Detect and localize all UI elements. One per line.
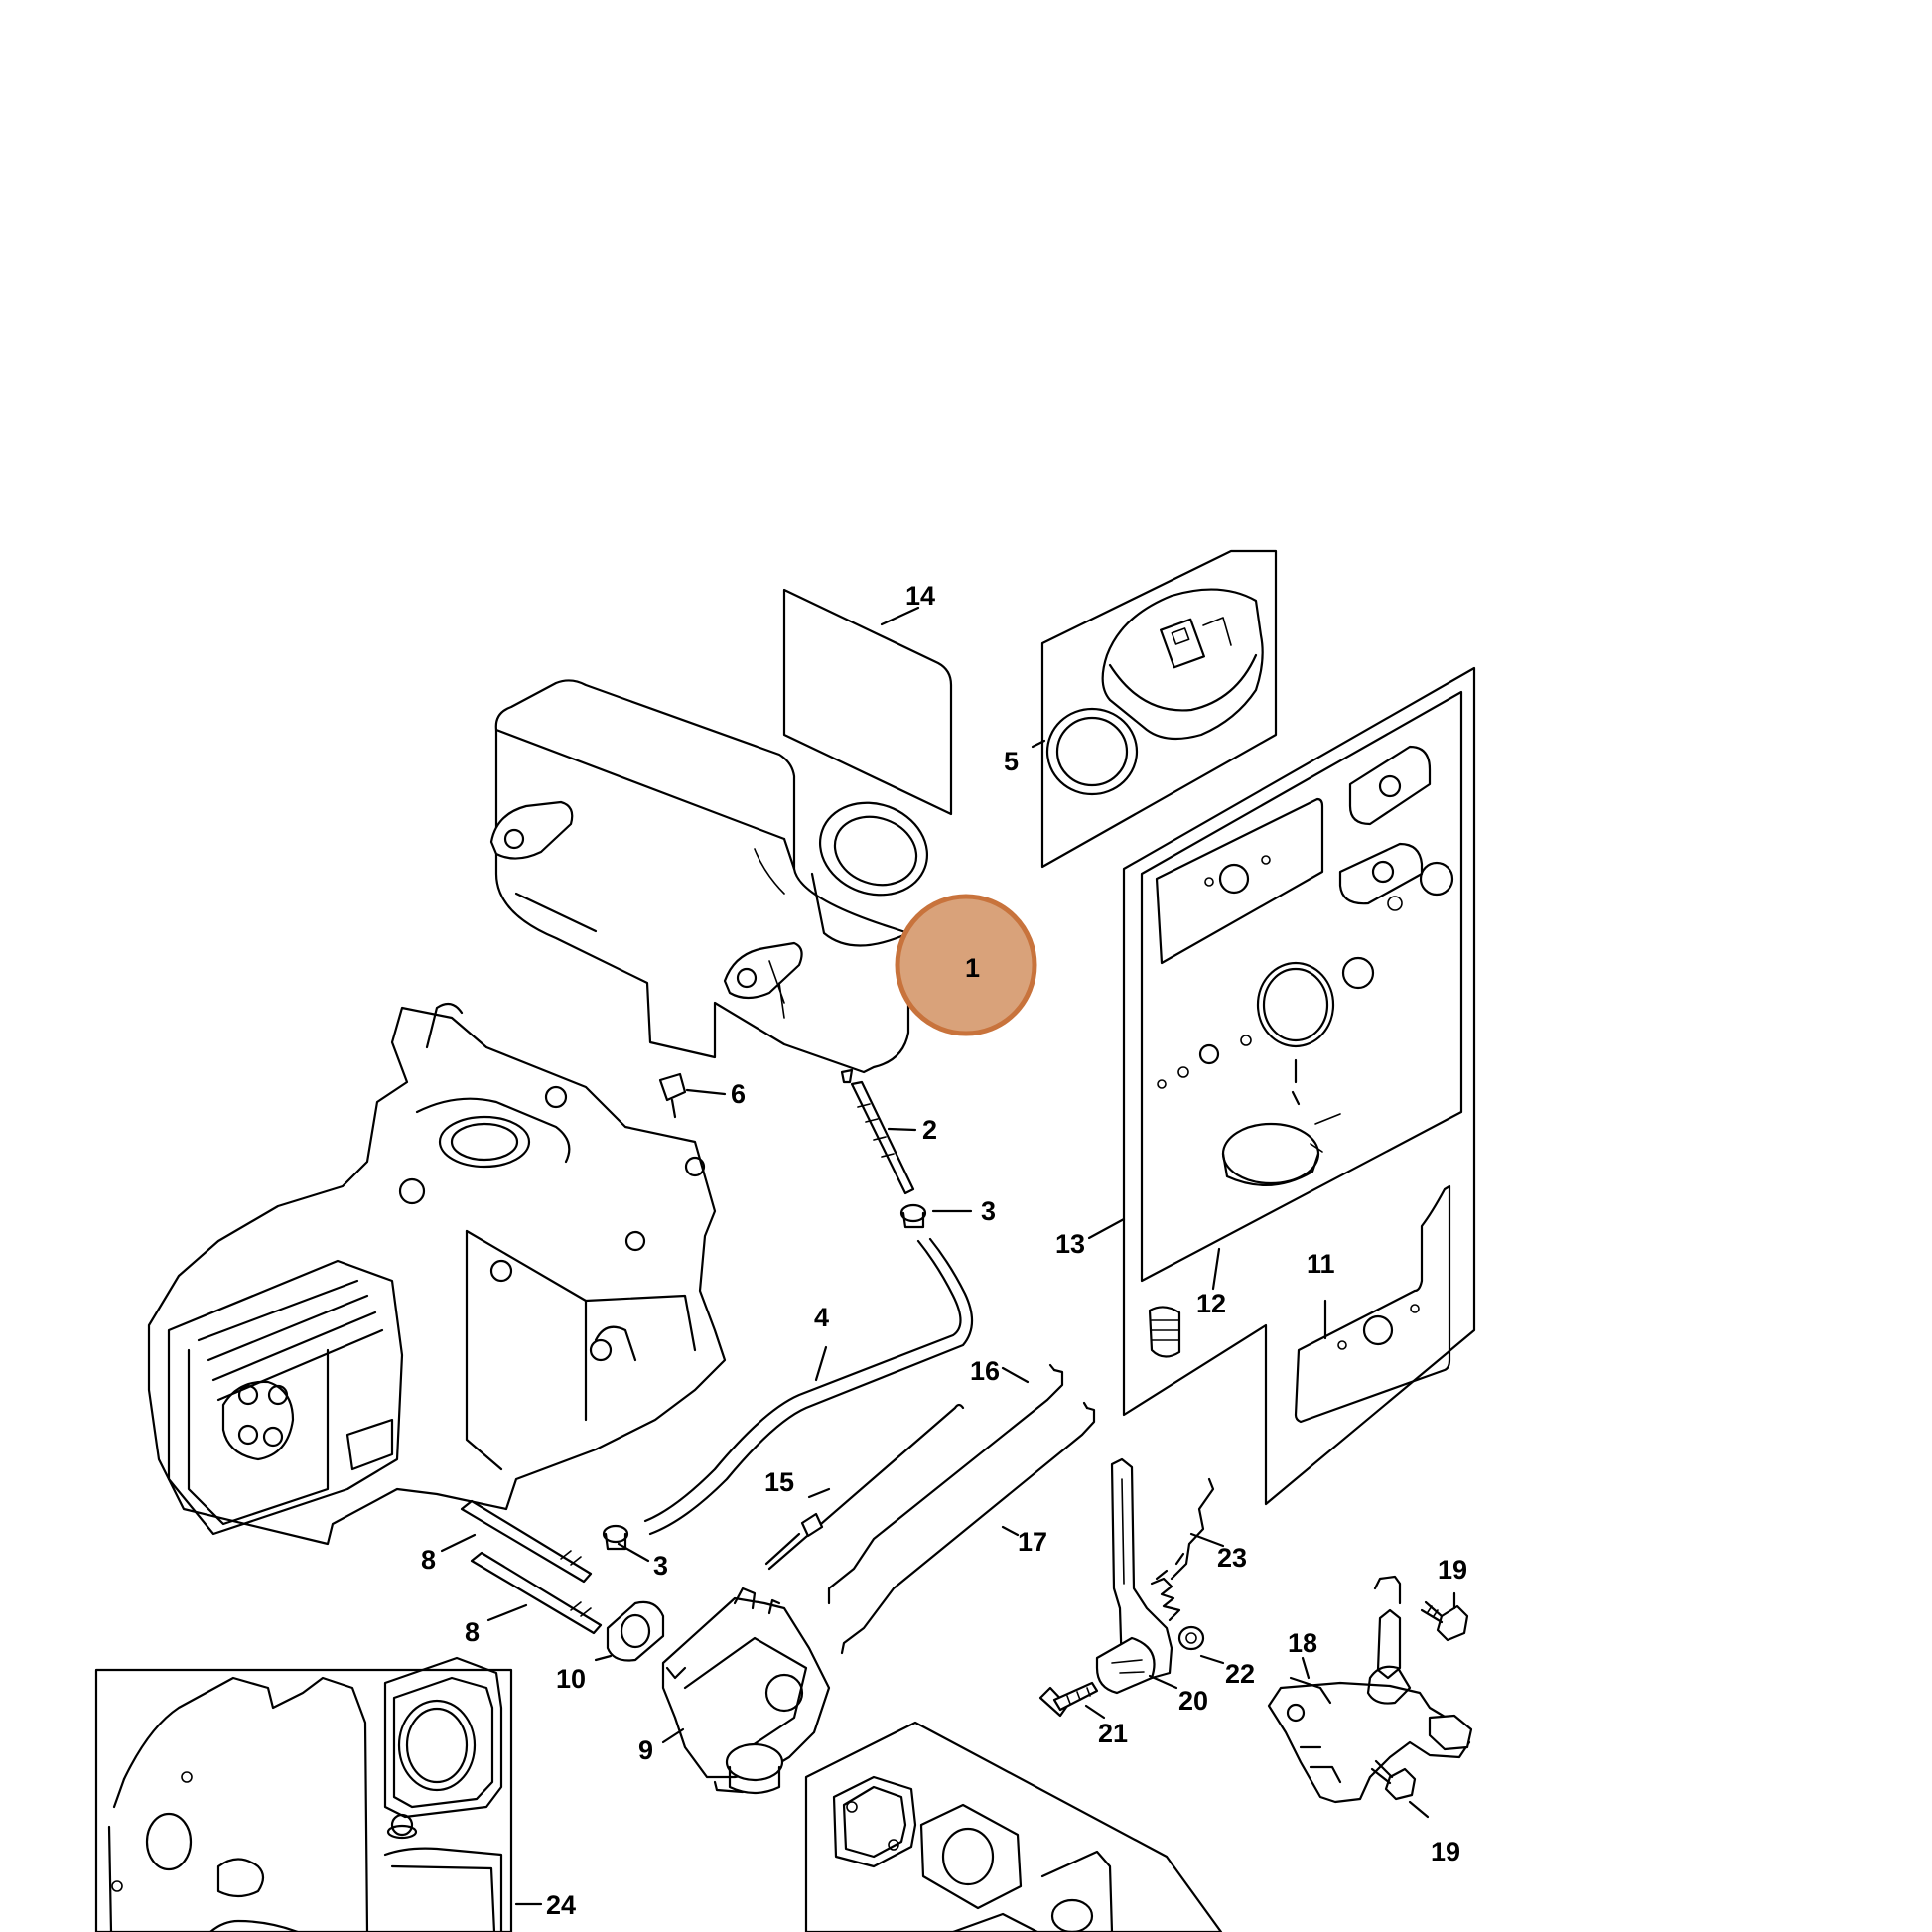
callout-3[interactable]: 3 xyxy=(653,1551,668,1581)
callout-13[interactable]: 13 xyxy=(1055,1229,1085,1259)
callout-9[interactable]: 9 xyxy=(638,1735,653,1765)
part-21-bolt[interactable] xyxy=(1038,1681,1099,1718)
callout-21[interactable]: 21 xyxy=(1098,1719,1128,1748)
part-14-label-sticker[interactable] xyxy=(782,588,953,816)
callout-6[interactable]: 6 xyxy=(731,1079,746,1109)
callout-15[interactable]: 15 xyxy=(764,1467,794,1497)
callout-3[interactable]: 3 xyxy=(981,1196,996,1226)
callout-12[interactable]: 12 xyxy=(1196,1289,1226,1318)
callout-16[interactable]: 16 xyxy=(970,1356,1000,1386)
callout-8[interactable]: 8 xyxy=(421,1545,436,1575)
callout-1[interactable]: 1 xyxy=(965,953,980,983)
part-8-stud-lower[interactable] xyxy=(470,1551,603,1635)
callout-20[interactable]: 20 xyxy=(1178,1686,1208,1716)
callout-5[interactable]: 5 xyxy=(1004,747,1019,776)
part-24-engine-gasket-set[interactable] xyxy=(94,1656,513,1932)
callout-11[interactable]: 11 xyxy=(1307,1249,1335,1279)
part-3-hose-clamp-lower[interactable] xyxy=(602,1524,629,1551)
callout-19[interactable]: 19 xyxy=(1438,1555,1467,1585)
part-2-fuel-filter[interactable] xyxy=(850,1080,915,1195)
callout-23[interactable]: 23 xyxy=(1217,1543,1247,1573)
callout-17[interactable]: 17 xyxy=(1018,1527,1047,1557)
callout-19[interactable]: 19 xyxy=(1431,1837,1460,1866)
callout-14[interactable]: 14 xyxy=(905,581,935,611)
callout-4[interactable]: 4 xyxy=(814,1303,829,1332)
part-13-carburetor-gasket-kit[interactable] xyxy=(1122,666,1476,1506)
part-17-governor-rod[interactable] xyxy=(840,1401,1096,1655)
part-18-control-bracket[interactable] xyxy=(1267,1575,1473,1804)
callout-24[interactable]: 24 xyxy=(546,1890,576,1920)
part-6-screw[interactable] xyxy=(658,1072,687,1119)
callout-labels: 1 2 3 3 4 5 6 8 8 9 10 11 12 13 14 15 16… xyxy=(421,581,1467,1920)
part-20-governor-arm[interactable] xyxy=(1095,1457,1173,1695)
part-1-fuel-tank[interactable] xyxy=(489,679,940,1084)
part-15-choke-rod[interactable] xyxy=(764,1403,965,1571)
part-22-washer[interactable] xyxy=(1177,1625,1205,1651)
part-8-stud-upper[interactable] xyxy=(460,1499,593,1584)
part-16-throttle-rod[interactable] xyxy=(827,1363,1064,1605)
part-19-screw-lower[interactable] xyxy=(1370,1759,1417,1801)
part-23-governor-spring[interactable] xyxy=(1150,1477,1215,1622)
leader-lines xyxy=(440,606,1456,1906)
callout-2[interactable]: 2 xyxy=(922,1115,937,1145)
part-4-fuel-line[interactable] xyxy=(643,1237,974,1536)
intake-gasket-kit[interactable] xyxy=(804,1721,1223,1932)
part-19-screw-upper[interactable] xyxy=(1420,1600,1469,1642)
part-3-hose-clamp-upper[interactable] xyxy=(899,1203,927,1229)
callout-18[interactable]: 18 xyxy=(1288,1628,1317,1658)
callout-22[interactable]: 22 xyxy=(1225,1659,1255,1689)
part-10-insulator-gasket[interactable] xyxy=(606,1600,665,1662)
part-5-fuel-cap-kit[interactable] xyxy=(1040,549,1278,869)
selected-callout-highlight xyxy=(895,894,1037,1036)
part-9-carburetor[interactable] xyxy=(661,1587,831,1795)
callout-10[interactable]: 10 xyxy=(556,1664,586,1694)
callout-8[interactable]: 8 xyxy=(465,1617,480,1647)
engine-block xyxy=(147,1002,727,1546)
